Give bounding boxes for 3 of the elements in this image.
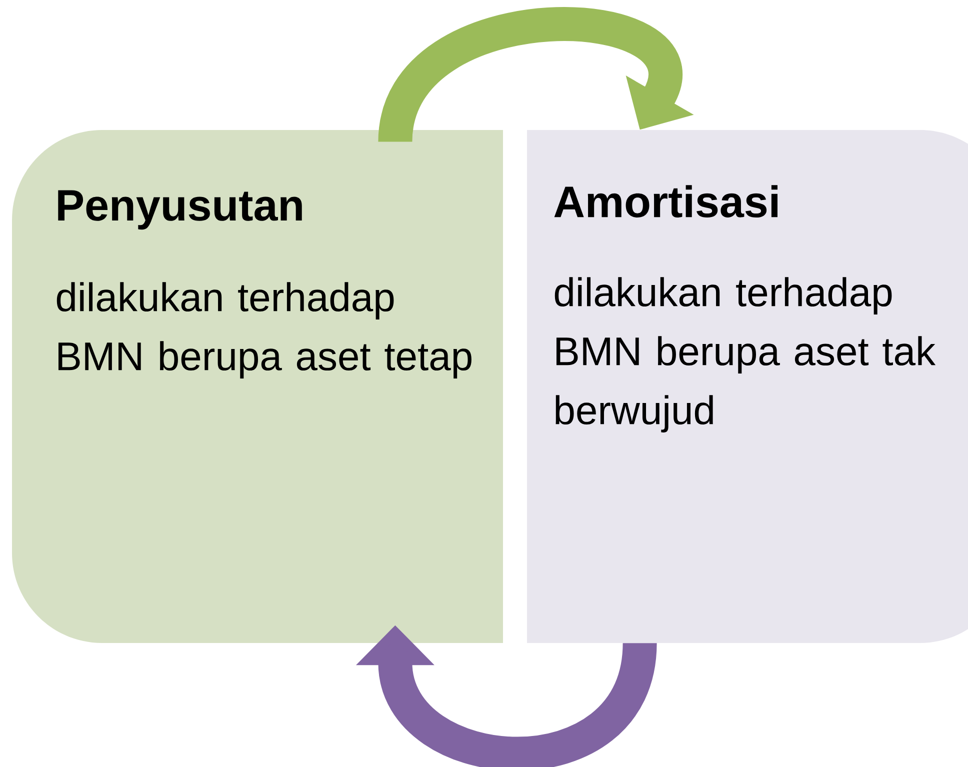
text-panel: Amortisasi dilakukan terhadap BMN berupa aset tak berwujud [527, 130, 968, 643]
curved-arrow [378, 8, 694, 145]
text-panel: Penyusutan dilakukan terhadap BMN berupa aset tetap [12, 130, 503, 643]
